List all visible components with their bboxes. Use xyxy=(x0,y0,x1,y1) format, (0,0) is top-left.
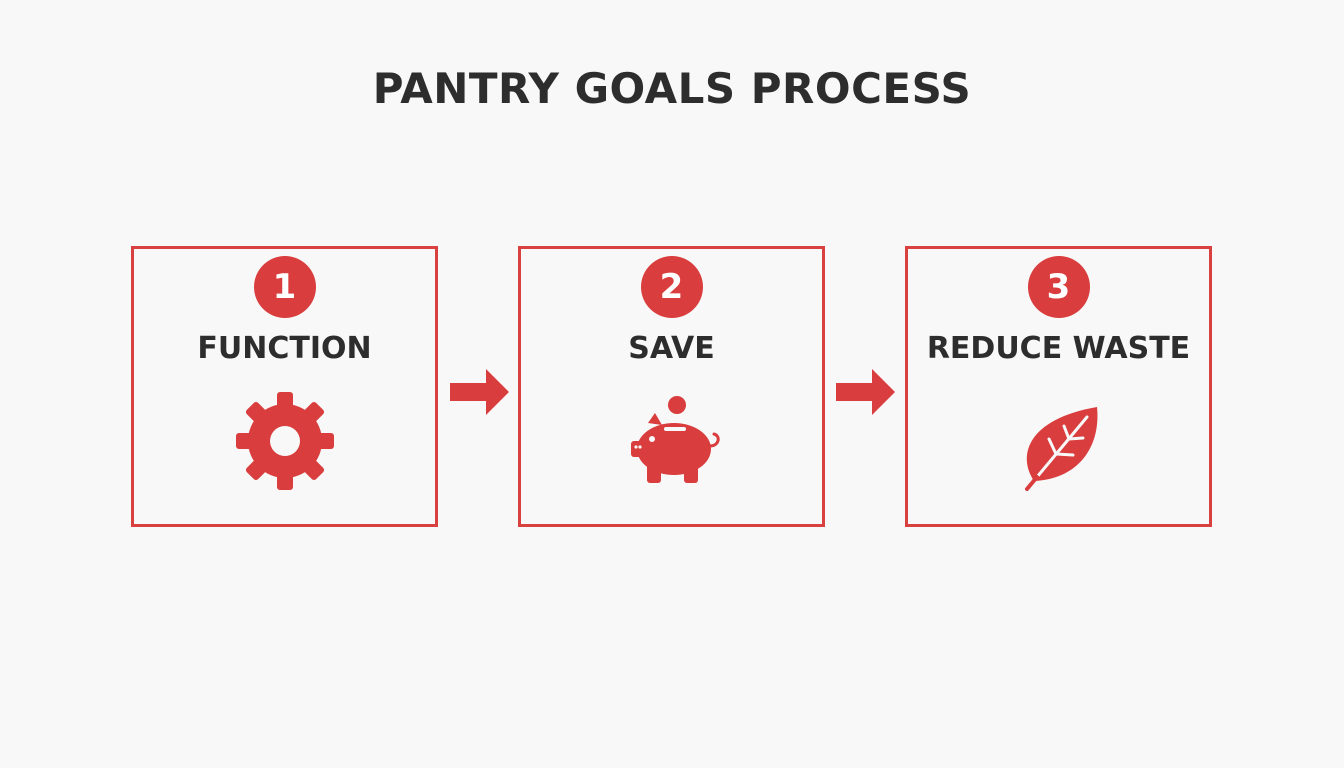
step-label: SAVE xyxy=(628,331,715,366)
step-box-save: 2 SAVE xyxy=(518,246,825,527)
step-label: FUNCTION xyxy=(197,331,372,366)
step-box-function: 1 FUNCTION xyxy=(131,246,438,527)
arrow-right-icon xyxy=(450,369,509,415)
arrow-right-icon xyxy=(836,369,895,415)
leaf-icon xyxy=(1024,407,1097,491)
step-number-badge: 3 xyxy=(1027,256,1090,318)
step-box-reduce-waste: 3 REDUCE WASTE xyxy=(905,246,1212,527)
page-title: PANTRY GOALS PROCESS xyxy=(372,64,972,113)
piggy-bank-icon xyxy=(630,396,720,483)
step-number-badge: 1 xyxy=(253,256,316,318)
step-label: REDUCE WASTE xyxy=(926,331,1191,366)
step-number-badge: 2 xyxy=(640,256,703,318)
gear-icon xyxy=(235,392,334,490)
